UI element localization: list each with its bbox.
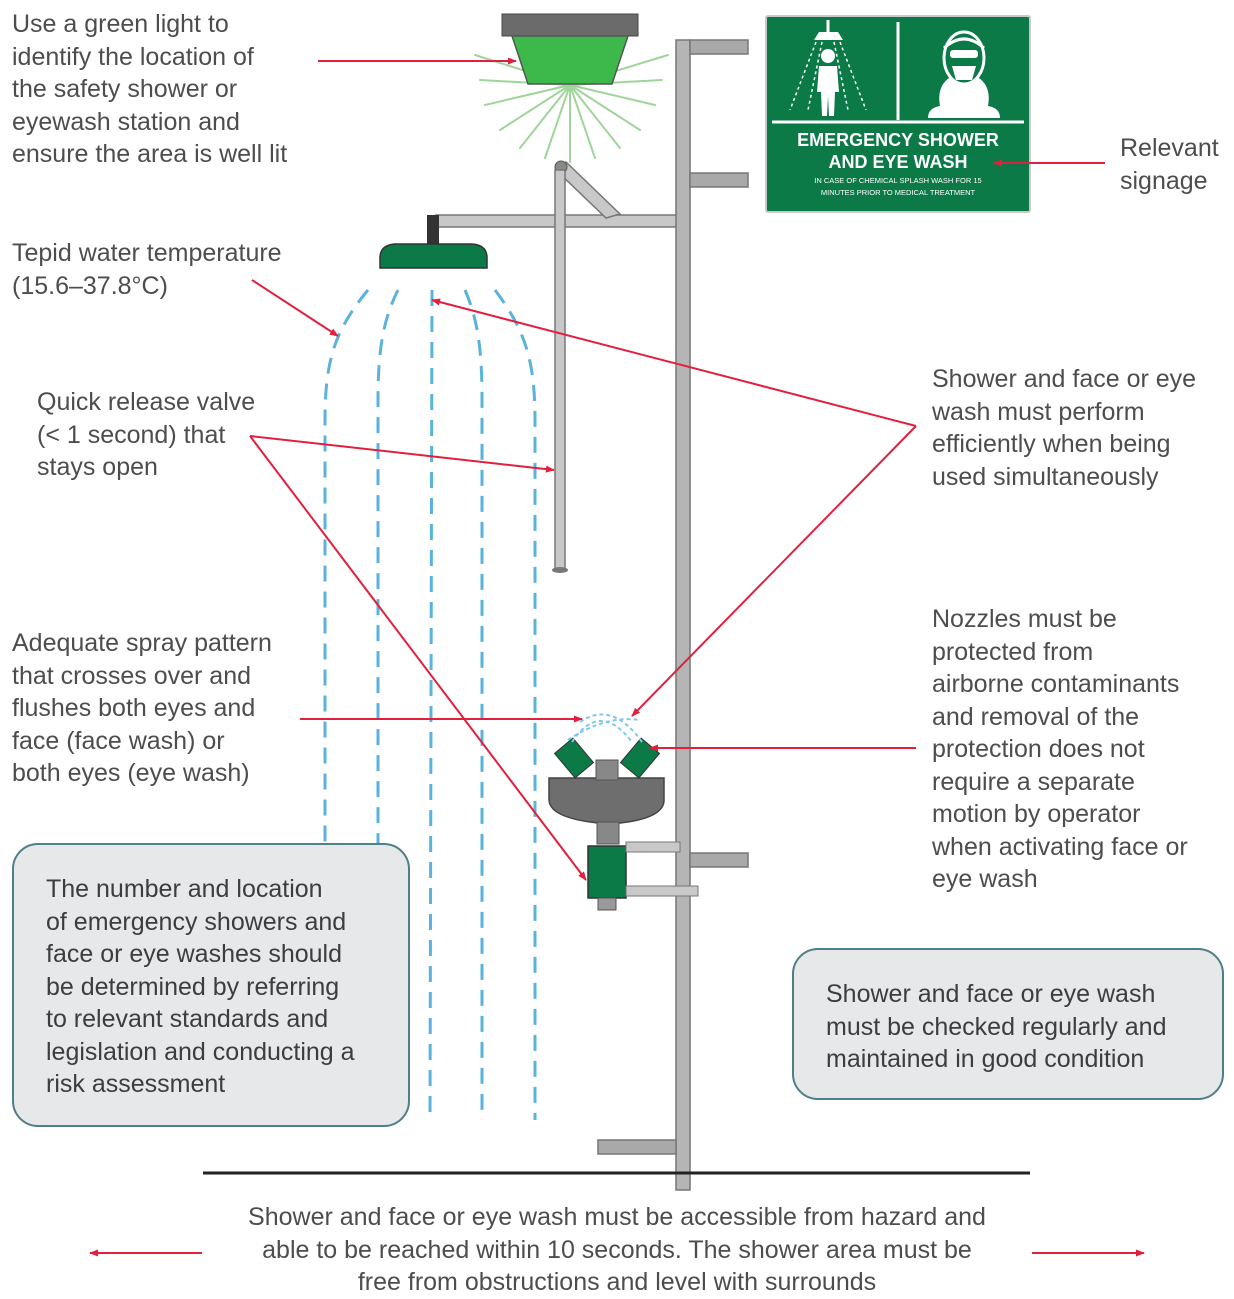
label-green-light: Use a green light to identify the locati… (12, 10, 288, 168)
label-spray-pattern: Adequate spray pattern that crosses over… (12, 629, 272, 787)
arrow-tepid (251, 279, 339, 337)
eyewash-station (548, 713, 699, 911)
note-checked-regularly-text: Shower and face or eye wash must be chec… (826, 980, 1167, 1073)
arrow-valve-eyewash (249, 435, 587, 881)
sign-title-line2: AND EYE WASH (828, 152, 967, 172)
sign-small-line1: IN CASE OF CHEMICAL SPLASH WASH FOR 15 (814, 176, 981, 185)
sign-title-line1: EMERGENCY SHOWER (797, 130, 999, 150)
person-face-eyewash-icon (928, 30, 1000, 118)
support-pole (597, 39, 749, 1191)
label-nozzles: Nozzles must be protected from airborne … (932, 605, 1188, 893)
label-quick-release: Quick release valve (< 1 second) that st… (37, 388, 256, 481)
green-light-icon (501, 13, 639, 85)
label-simultaneous: Shower and face or eye wash must perform… (932, 365, 1197, 491)
arrow-valve (249, 435, 555, 473)
note-checked-regularly: Shower and face or eye wash must be chec… (792, 948, 1224, 1100)
arrow-simultaneous-eyewash (631, 425, 917, 717)
arrow-simultaneous-shower (431, 298, 917, 427)
shower-water-stream (323, 289, 537, 1121)
label-accessible: Shower and face or eye wash must be acce… (248, 1203, 986, 1296)
label-tepid-water: Tepid water temperature (15.6–37.8°C) (12, 239, 282, 300)
note-number-location-text: The number and location of emergency sho… (46, 875, 355, 1098)
emergency-signage: EMERGENCY SHOWER AND EYE WASH IN CASE OF… (765, 15, 1031, 213)
sign-small-line2: MINUTES PRIOR TO MEDICAL TREATMENT (821, 188, 976, 197)
quick-release-valve (552, 160, 622, 573)
shower-head-assembly (379, 214, 685, 269)
person-under-shower-icon (789, 20, 867, 116)
note-number-location: The number and location of emergency sho… (12, 843, 410, 1127)
annotation-arrows (89, 57, 1145, 1257)
label-signage: Relevant signage (1120, 134, 1219, 195)
